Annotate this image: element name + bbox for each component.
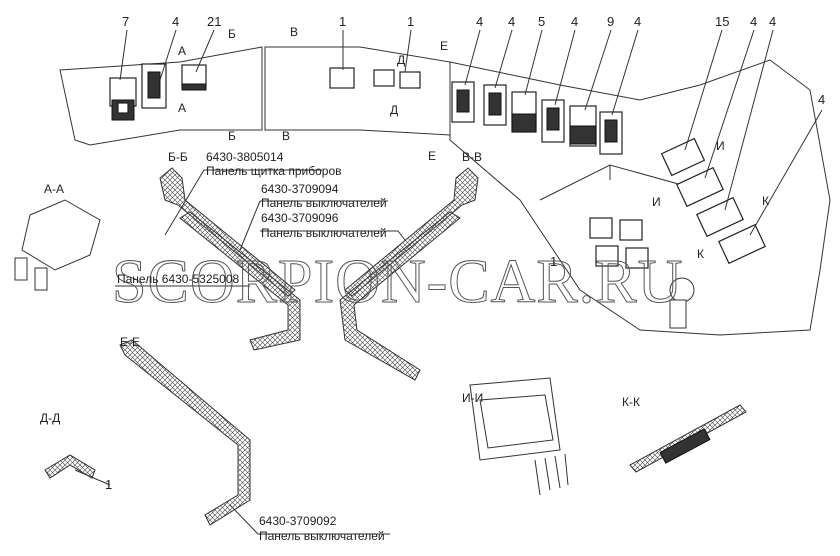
section-vv-drawing: [339, 167, 479, 381]
section-titles: А-А Б-Б В-В Е-Е Д-Д И-И К-К: [40, 150, 640, 425]
section-dd-drawing: [44, 454, 96, 479]
callout-number: 4: [769, 14, 776, 29]
callout-number: 1: [339, 14, 346, 29]
section-mark: К: [697, 247, 704, 261]
section-mark: А: [178, 44, 186, 58]
section-title-dd: Д-Д: [40, 411, 60, 425]
callout-number: 4: [508, 14, 515, 29]
callout-number: 21: [207, 14, 221, 29]
callout-number: 4: [750, 14, 757, 29]
section-mark: И: [652, 195, 661, 209]
section-ii-drawing: [469, 377, 569, 496]
part-callouts: 6430-3805014 Панель щитка приборов 6430-…: [117, 150, 387, 543]
part-name: Панель выключателей: [261, 196, 387, 210]
part-code: 6430-3709094: [261, 182, 339, 196]
section-mark: Б: [228, 129, 236, 143]
callout-number: 5: [538, 14, 545, 29]
section-mark: В: [290, 25, 298, 39]
section-marks: Б В А А Б В Д Д Е Е И И К К: [178, 25, 769, 261]
section-mark: Д: [397, 53, 405, 67]
section-title-kk: К-К: [622, 395, 640, 409]
section-mark: Б: [228, 27, 236, 41]
callout-number: 9: [607, 14, 614, 29]
section-mark: А: [178, 101, 186, 115]
callout-number: 4: [818, 92, 825, 107]
part-code: 6430-3709092: [259, 514, 337, 528]
dashboard-panel-assembly: [59, 46, 831, 336]
leader-lines: [74, 29, 823, 535]
part-name: Панель щитка приборов: [206, 164, 342, 178]
watermark: SCORPION-CAR.RU: [112, 248, 683, 316]
section-mark: Е: [428, 149, 436, 163]
section-mark: К: [762, 194, 769, 208]
section-aa-drawing: [14, 199, 101, 291]
callout-number: 1: [550, 254, 557, 269]
section-ee-drawing: [119, 339, 251, 526]
section-title-bb: Б-Б: [168, 150, 188, 164]
section-mark: И: [716, 139, 725, 153]
callout-number: 4: [172, 14, 179, 29]
callout-number: 4: [634, 14, 641, 29]
panel-label: Панель 6430-5325008: [117, 272, 240, 286]
section-mark: Е: [440, 39, 448, 53]
callout-number: 1: [407, 14, 414, 29]
section-title-ii: И-И: [462, 391, 483, 405]
section-kk-drawing: [629, 404, 747, 473]
part-name: Панель выключателей: [261, 226, 387, 240]
callout-numbers: 7 4 21 1 1 4 4 5 4 9 4 15 4 4 4 1 1: [105, 14, 825, 492]
section-title-aa: А-А: [44, 182, 64, 196]
part-code: 6430-3805014: [206, 150, 284, 164]
callout-number: 4: [476, 14, 483, 29]
section-mark: В: [282, 129, 290, 143]
section-mark: Д: [390, 103, 398, 117]
callout-number: 15: [715, 14, 729, 29]
section-title-vv: В-В: [462, 150, 482, 164]
part-name: Панель выключателей: [259, 529, 385, 543]
part-code: 6430-3709096: [261, 211, 339, 225]
callout-number: 1: [105, 477, 112, 492]
callout-number: 7: [122, 14, 129, 29]
section-title-ee: Е-Е: [120, 335, 140, 349]
section-bb-drawing: [159, 167, 301, 351]
callout-number: 4: [571, 14, 578, 29]
